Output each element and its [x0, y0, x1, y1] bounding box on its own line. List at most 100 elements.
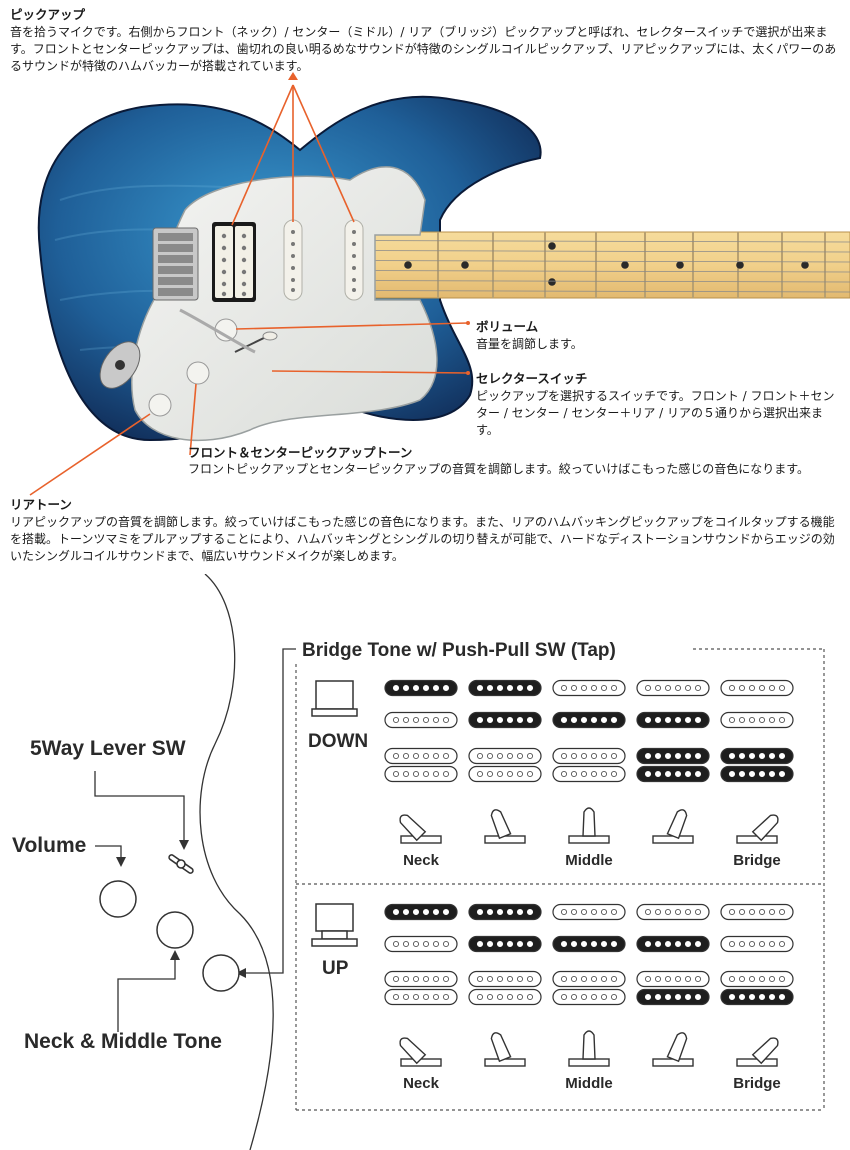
position-label-neck: Neck: [403, 852, 440, 869]
pickup-coil-active: [720, 988, 794, 1006]
pickup-coil-inactive: [468, 765, 542, 783]
lever-position-icon: [736, 1037, 779, 1067]
bridge-tone-title: Bridge Tone w/ Push-Pull SW (Tap): [302, 640, 616, 661]
pickup-coil-inactive: [552, 970, 626, 988]
guitar-neck: [374, 231, 850, 299]
volume-callout-title: ボリューム: [476, 319, 539, 334]
arrow-head: [179, 840, 189, 850]
pickup-coil-active: [636, 765, 710, 783]
selector-callout-description: ピックアップを選択するスイッチです。フロント / フロント＋センター / センタ…: [476, 389, 835, 437]
pickup-coil-active: [468, 903, 542, 921]
lever-position-icon: [652, 809, 694, 844]
fret-dot: [548, 278, 556, 286]
tone-pot: [156, 911, 194, 949]
pickup-coil-active: [384, 679, 458, 697]
rear-humbucker-pickup: [212, 222, 256, 302]
volume-callout-description: 音量を調節します。: [476, 337, 583, 351]
tremolo-arm: [179, 308, 256, 354]
volume-pot: [99, 880, 137, 918]
front-center-tone-callout-description: フロントピックアップとセンターピックアップの音質を調節します。絞っていけばこもっ…: [188, 462, 810, 476]
pickup-coil-inactive: [468, 988, 542, 1006]
lever-position-icon: [736, 814, 779, 844]
pickup-coil-inactive: [552, 679, 626, 697]
push-pull-down-icon: [311, 680, 358, 717]
pickup-coil-inactive: [384, 970, 458, 988]
fret-dot: [404, 261, 412, 269]
pickup-coil-inactive: [636, 679, 710, 697]
pickup-coil-inactive: [720, 935, 794, 953]
pickup-coil-active: [468, 935, 542, 953]
pickup-coil-active: [636, 747, 710, 765]
fret-dot: [461, 261, 469, 269]
tone-knob: [186, 361, 210, 385]
rear-tone-knob: [148, 393, 172, 417]
position-label-neck: Neck: [403, 1075, 440, 1092]
down-pickup-grid: [384, 679, 794, 783]
pickup-coil-inactive: [720, 679, 794, 697]
rear-tone-callout-title: リアトーン: [10, 497, 72, 512]
pickup-coil-active: [552, 711, 626, 729]
up-position-labels: Neck Middle Bridge: [403, 1075, 781, 1092]
pickup-coil-inactive: [552, 903, 626, 921]
pickup-description: 音を拾うマイクです。右側からフロント（ネック）/ センター（ミドル）/ リア（ブ…: [10, 25, 837, 73]
guitar-illustration: [29, 72, 850, 496]
wiring-diagram: 5Way Lever SW Volume Neck & Middle Tone …: [12, 574, 825, 1150]
push-pull-up-icon: [311, 903, 358, 947]
pickup-coil-inactive: [720, 711, 794, 729]
pickup-coil-inactive: [384, 935, 458, 953]
up-lever-positions: [399, 1030, 779, 1067]
pickup-coil-inactive: [552, 765, 626, 783]
fret-dot: [548, 242, 556, 250]
pickup-coil-active: [636, 711, 710, 729]
selector-callout-title: セレクタースイッチ: [476, 371, 588, 386]
pickup-coil-active: [720, 747, 794, 765]
lever-position-icon: [568, 807, 610, 844]
pickup-coil-inactive: [552, 747, 626, 765]
pickup-coil-inactive: [636, 903, 710, 921]
pickup-coil-inactive: [384, 988, 458, 1006]
arrow-head: [170, 950, 180, 960]
up-pickup-grid: [384, 903, 794, 1006]
lever-position-icon: [399, 1037, 442, 1067]
front-center-tone-callout-title: フロント＆センターピックアップトーン: [188, 445, 413, 460]
pickup-coil-active: [468, 711, 542, 729]
lever-switch-label: 5Way Lever SW: [30, 737, 186, 760]
body-outline-curve: [199, 574, 274, 1150]
neck-single-coil-pickup: [344, 219, 364, 301]
pickup-coil-inactive: [384, 711, 458, 729]
pickup-coil-inactive: [636, 970, 710, 988]
bridge-tone-pot: [202, 954, 240, 992]
pickup-coil-inactive: [720, 970, 794, 988]
fret-dot: [736, 261, 744, 269]
output-jack: [99, 341, 141, 389]
position-label-middle: Middle: [565, 852, 613, 869]
rear-tone-callout-description: リアピックアップの音質を調節します。絞っていけばこもった感じの音色になります。ま…: [10, 515, 835, 563]
lever-position-icon: [652, 1032, 694, 1067]
pickup-coil-active: [384, 903, 458, 921]
pickup-coil-active: [636, 988, 710, 1006]
pickup-coil-active: [720, 765, 794, 783]
pickup-coil-inactive: [384, 747, 458, 765]
selector-switch: [234, 331, 278, 353]
lever-position-icon: [568, 1030, 610, 1067]
position-label-bridge: Bridge: [733, 1075, 781, 1092]
pickup-coil-inactive: [468, 747, 542, 765]
tone-label: Neck & Middle Tone: [24, 1030, 222, 1053]
down-lever-positions: [399, 807, 779, 844]
arrow-head: [116, 857, 126, 867]
pickup-coil-active: [552, 935, 626, 953]
pickup-coil-inactive: [468, 970, 542, 988]
lever-position-icon: [399, 814, 442, 844]
arrow-head: [236, 968, 246, 978]
pickup-coil-inactive: [384, 765, 458, 783]
middle-single-coil-pickup: [283, 219, 303, 301]
down-label: DOWN: [308, 731, 368, 752]
pickup-title: ピックアップ: [10, 7, 86, 22]
position-label-middle: Middle: [565, 1075, 613, 1092]
pickup-coil-inactive: [720, 903, 794, 921]
lever-position-icon: [484, 809, 526, 844]
fret-dot: [801, 261, 809, 269]
up-label: UP: [322, 958, 349, 979]
volume-label: Volume: [12, 834, 86, 857]
pickup-coil-active: [636, 935, 710, 953]
